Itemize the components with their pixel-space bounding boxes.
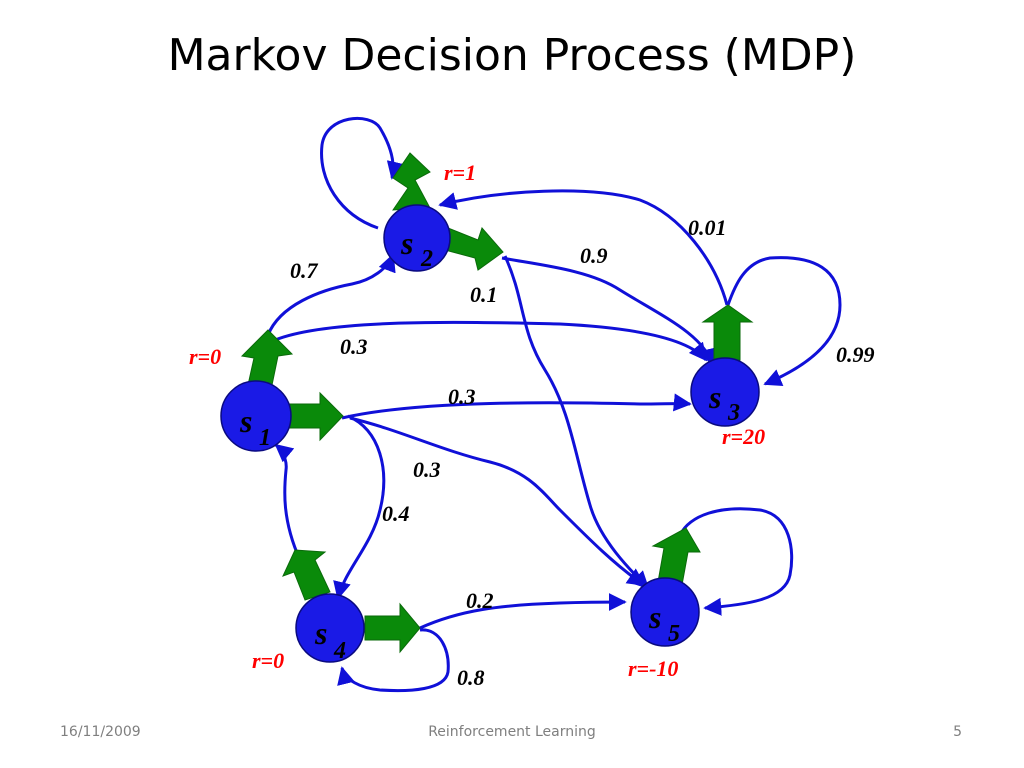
edge-s1-to-s3-upper xyxy=(274,320,708,362)
prob-s1-s3: 0.3 xyxy=(448,384,476,409)
edge-s1-to-s2 xyxy=(266,253,396,336)
state-s5: s 5 xyxy=(630,577,700,647)
edge-s1-to-s3 xyxy=(341,393,692,420)
prob-s4-s5: 0.2 xyxy=(466,588,494,613)
state-s1: s 1 xyxy=(220,380,292,452)
state-s5-subscript: 5 xyxy=(668,621,680,647)
prob-s3-self: 0.99 xyxy=(836,342,875,367)
prob-s1-s3-upper: 0.3 xyxy=(340,334,368,359)
action-arrow-s3-up xyxy=(701,304,754,361)
prob-s2-s5: 0.1 xyxy=(470,282,498,307)
action-arrow-s4-up xyxy=(282,549,331,601)
state-s3-name: s xyxy=(708,379,721,415)
edge-s4-to-s1 xyxy=(274,443,302,561)
prob-s4-self: 0.8 xyxy=(457,665,485,690)
action-arrow-s5-up xyxy=(651,527,701,586)
state-s3-subscript: 3 xyxy=(727,400,740,426)
prob-s1-s4: 0.4 xyxy=(382,501,410,526)
state-s1-name: s xyxy=(239,403,252,439)
edge-s1-to-s4 xyxy=(333,414,386,600)
edge-s3-to-s2 xyxy=(438,189,729,306)
state-s2: s 2 xyxy=(383,204,451,272)
edge-s5-self-loop xyxy=(678,507,794,616)
action-arrow-s1-up xyxy=(240,329,294,386)
prob-s1-s5: 0.3 xyxy=(413,457,441,482)
reward-s3: r=20 xyxy=(722,424,765,449)
reward-s4: r=0 xyxy=(252,648,284,673)
edge-s2-to-s3 xyxy=(501,256,718,367)
state-s1-subscript: 1 xyxy=(259,425,271,451)
reward-s2: r=1 xyxy=(444,160,476,185)
edge-s3-self-loop xyxy=(726,256,842,386)
action-arrow-s1-right xyxy=(289,391,344,442)
state-s4-name: s xyxy=(314,615,327,651)
state-s3: s 3 xyxy=(690,357,760,427)
reward-s5: r=-10 xyxy=(628,656,678,681)
state-s4-subscript: 4 xyxy=(333,638,346,664)
state-s4: s 4 xyxy=(295,593,365,664)
action-arrow-s2-right xyxy=(444,227,504,271)
footer-page-number: 5 xyxy=(953,724,962,740)
edge-s4-to-s5 xyxy=(419,593,627,630)
state-s5-name: s xyxy=(648,599,661,635)
prob-s2-s3: 0.9 xyxy=(580,243,608,268)
footer-date: 16/11/2009 xyxy=(60,724,141,740)
prob-s3-s2: 0.01 xyxy=(688,215,727,240)
footer-title: Reinforcement Learning xyxy=(428,724,596,740)
action-arrow-s2-up xyxy=(392,152,431,211)
edge-s1-to-s5 xyxy=(349,416,646,587)
edge-s2-to-s5 xyxy=(503,255,650,590)
slide-title: Markov Decision Process (MDP) xyxy=(167,30,857,81)
reward-s1: r=0 xyxy=(189,344,221,369)
edge-s2-self-loop xyxy=(320,116,405,230)
prob-s1-s2: 0.7 xyxy=(290,258,319,283)
state-s2-subscript: 2 xyxy=(420,246,433,272)
action-arrow-s4-right xyxy=(364,602,421,654)
edge-s4-self-loop xyxy=(337,628,450,693)
state-s2-name: s xyxy=(400,225,413,261)
